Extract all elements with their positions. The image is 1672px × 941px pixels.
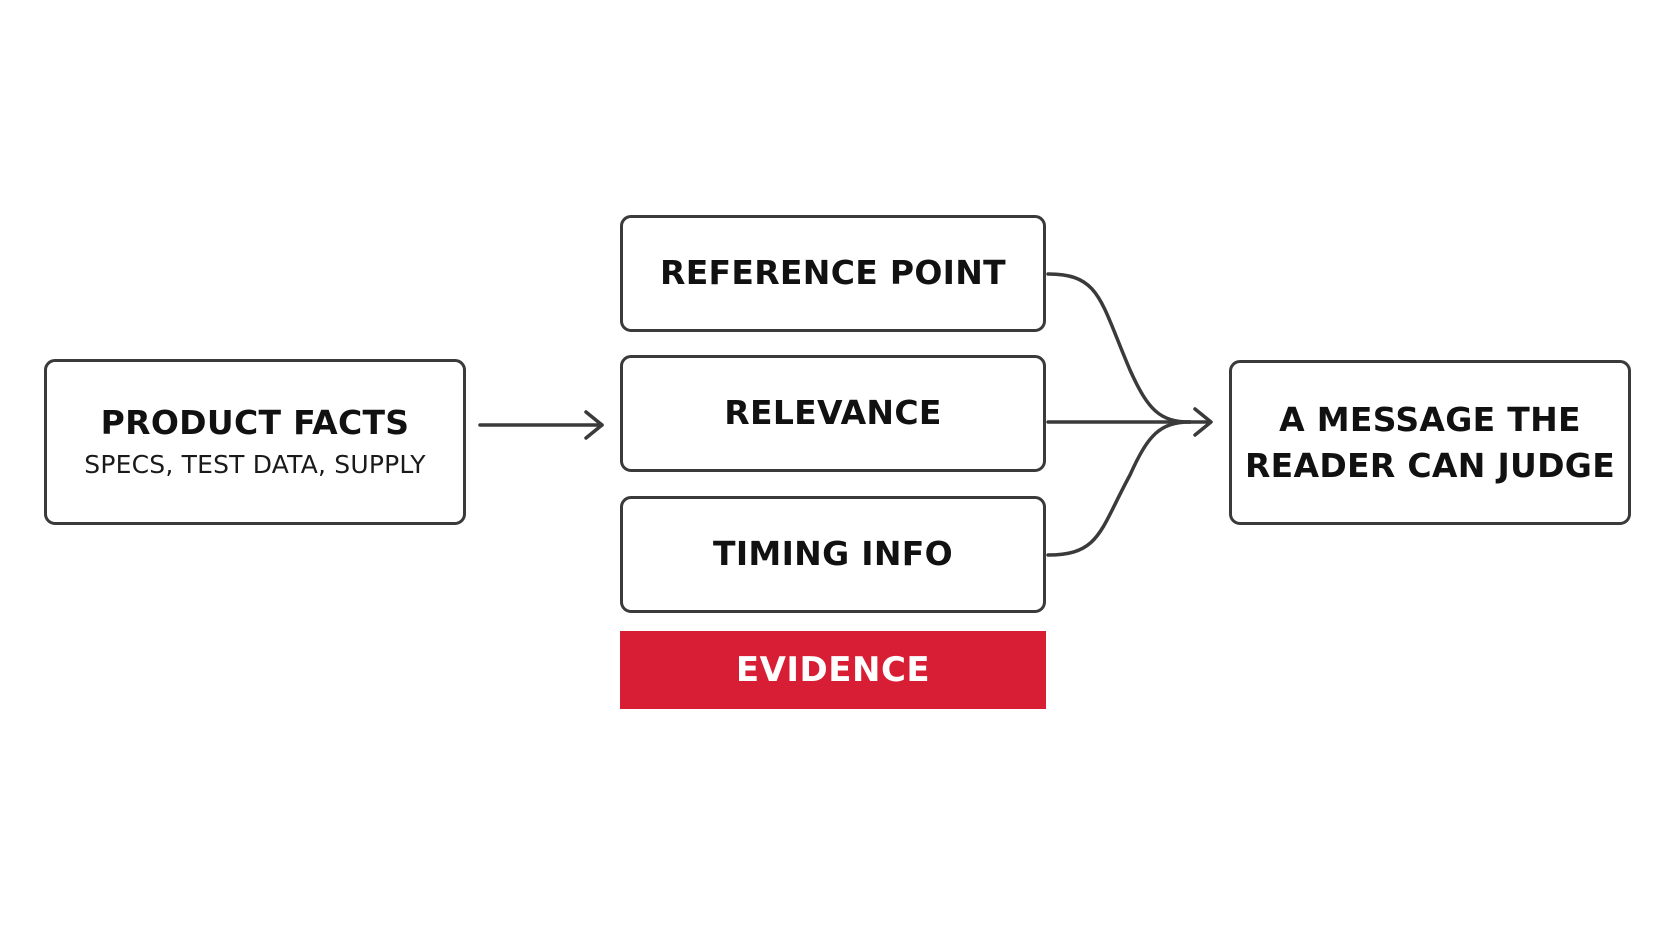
product-facts-box: PRODUCT FACTS SPECS, TEST DATA, SUPPLY xyxy=(44,359,466,525)
timing-info-box: TIMING INFO xyxy=(620,496,1046,613)
product-facts-title: PRODUCT FACTS xyxy=(100,403,410,443)
relevance-box: RELEVANCE xyxy=(620,355,1046,472)
relevance-label: RELEVANCE xyxy=(724,393,942,433)
output-arrowhead xyxy=(1193,407,1213,437)
reference-point-label: REFERENCE POINT xyxy=(659,253,1006,293)
output-message-line-2: READER CAN JUDGE xyxy=(1244,445,1616,485)
reference-point-box: REFERENCE POINT xyxy=(620,215,1046,332)
timing-info-connector xyxy=(1046,420,1192,557)
timing-info-label: TIMING INFO xyxy=(713,534,953,574)
reference-point-connector xyxy=(1046,272,1192,424)
evidence-bar: EVIDENCE xyxy=(620,631,1046,709)
output-message-line-1: A MESSAGE THE xyxy=(1279,399,1581,439)
evidence-label: EVIDENCE xyxy=(735,650,931,690)
product-facts-subtitle: SPECS, TEST DATA, SUPPLY xyxy=(84,449,426,479)
input-arrowhead xyxy=(584,410,604,440)
output-message-box: A MESSAGE THE READER CAN JUDGE xyxy=(1229,360,1631,525)
